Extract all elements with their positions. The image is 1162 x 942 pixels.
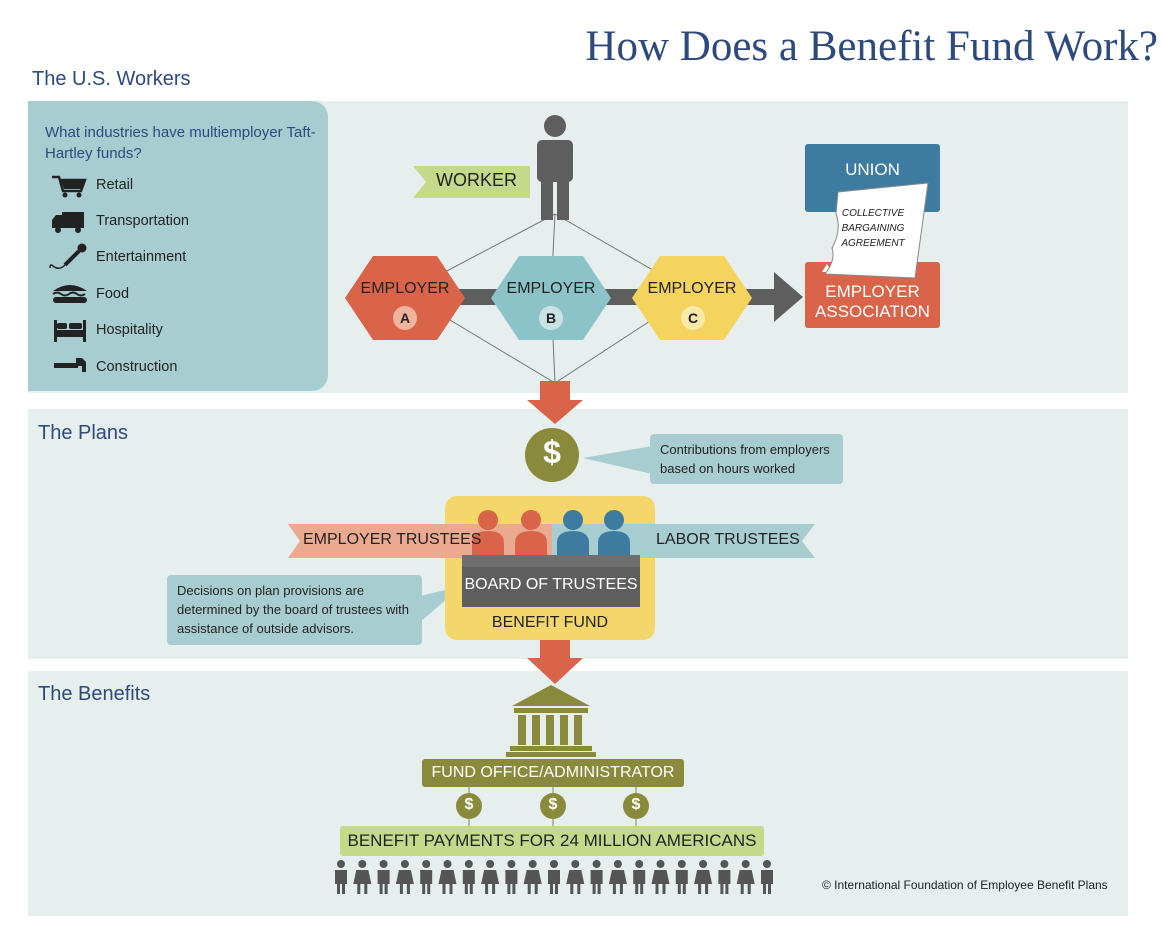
copyright-credit: © International Foundation of Employee B… — [822, 878, 1108, 892]
down-arrow-icon — [527, 381, 583, 424]
industry-label: Hospitality — [96, 322, 163, 338]
employer-trustees-label: EMPLOYER TRUSTEES — [303, 531, 482, 548]
section-label-plans: The Plans — [38, 422, 129, 444]
person-icon — [505, 860, 518, 894]
employer-association-box — [805, 262, 940, 328]
employer-b-label: EMPLOYER — [506, 280, 596, 297]
employer-a-letter: A — [399, 310, 411, 326]
employer-c-hexagon — [632, 256, 752, 340]
industry-label: Food — [96, 286, 130, 302]
board-table-top — [462, 555, 640, 567]
industry-retail: Retail — [48, 170, 133, 200]
industry-transportation: Transportation — [48, 206, 189, 236]
person-icon — [420, 860, 433, 894]
person-icon — [633, 860, 646, 894]
dollar-sign: $ — [543, 434, 561, 470]
down-arrow-icon — [527, 640, 583, 684]
microphone-icon — [49, 243, 87, 269]
person-icon — [395, 860, 414, 894]
fund-office-box — [422, 759, 684, 787]
dollar-coin-icon — [540, 793, 566, 819]
board-of-trustees-box — [462, 567, 640, 607]
dollar-coin-icon — [456, 793, 482, 819]
employer-c-letter: C — [687, 310, 699, 326]
person-icon — [675, 860, 688, 894]
people-row — [335, 860, 773, 894]
person-icon — [548, 860, 560, 894]
dollar-sign: $ — [631, 796, 641, 813]
industry-label: Entertainment — [96, 249, 187, 265]
section-label-benefits: The Benefits — [38, 683, 151, 705]
labor-trustee-icons — [557, 510, 630, 555]
dollar-coin-icon — [525, 428, 579, 482]
person-icon — [736, 860, 755, 894]
employer-c-badge — [681, 306, 705, 330]
worker-figure-icon — [537, 115, 573, 220]
employer-b-letter: B — [545, 310, 557, 326]
industry-construction: Construction — [48, 352, 177, 382]
benefit-payments-box — [340, 826, 764, 856]
worker-ribbon — [413, 166, 530, 198]
fund-office-label: FUND OFFICE/ADMINISTRATOR — [431, 764, 675, 781]
employer-association-label: EMPLOYER ASSOCIATION — [815, 282, 930, 321]
person-icon — [651, 860, 670, 894]
page-title: How Does a Benefit Fund Work? — [585, 23, 1158, 70]
benefit-fund-label: BENEFIT FUND — [491, 614, 609, 631]
board-of-trustees-label: BOARD OF TRUSTEES — [464, 576, 638, 593]
person-icon — [566, 860, 585, 894]
union-label: UNION — [845, 160, 900, 179]
industry-food: Food — [48, 279, 129, 309]
section-label-workers: The U.S. Workers — [32, 68, 191, 90]
dollar-sign: $ — [464, 796, 474, 813]
shopping-cart-icon — [52, 175, 87, 198]
decisions-callout: Decisions on plan provisions are determi… — [167, 575, 422, 645]
industry-hospitality: Hospitality — [48, 315, 163, 345]
person-icon — [481, 860, 500, 894]
arrow-right-icon — [774, 272, 803, 322]
dollar-coin-icon — [623, 793, 649, 819]
agreement-paper — [824, 182, 929, 279]
industry-entertainment: Entertainment — [48, 242, 186, 272]
benefit-payments-label: BENEFIT PAYMENTS FOR 24 MILLION AMERICAN… — [347, 831, 757, 850]
person-icon — [761, 860, 773, 894]
industry-label: Construction — [96, 359, 178, 375]
employer-trustee-icons — [472, 510, 547, 555]
person-icon — [694, 860, 713, 894]
truck-icon — [52, 212, 84, 233]
employer-a-hexagon — [345, 256, 465, 340]
person-icon — [335, 860, 347, 894]
person-icon — [462, 860, 475, 894]
employer-a-label: EMPLOYER — [360, 280, 450, 297]
bed-icon — [54, 320, 86, 342]
hammer-icon — [54, 358, 86, 372]
callout-pointer — [583, 446, 652, 474]
sandwich-icon — [52, 285, 87, 303]
worker-label: WORKER — [436, 170, 517, 190]
employer-c-label: EMPLOYER — [647, 280, 737, 297]
contributions-callout: Contributions from employers based on ho… — [650, 434, 843, 484]
industries-question: What industries have multiemployer Taft-… — [45, 124, 316, 162]
person-icon — [718, 860, 731, 894]
person-icon — [523, 860, 542, 894]
person-icon — [353, 860, 372, 894]
industry-label: Transportation — [96, 213, 189, 229]
employer-b-badge — [539, 306, 563, 330]
industry-label: Retail — [96, 177, 134, 193]
labor-trustees-label: LABOR TRUSTEES — [656, 531, 800, 548]
employer-b-hexagon — [491, 256, 611, 340]
agreement-label: COLLECTIVE BARGAINING AGREEMENT — [841, 208, 905, 249]
person-icon — [438, 860, 457, 894]
employer-a-badge — [393, 306, 417, 330]
person-icon — [590, 860, 603, 894]
person-icon — [608, 860, 627, 894]
person-icon — [377, 860, 390, 894]
fund-office-building-icon — [506, 685, 596, 757]
dollar-sign: $ — [548, 796, 558, 813]
